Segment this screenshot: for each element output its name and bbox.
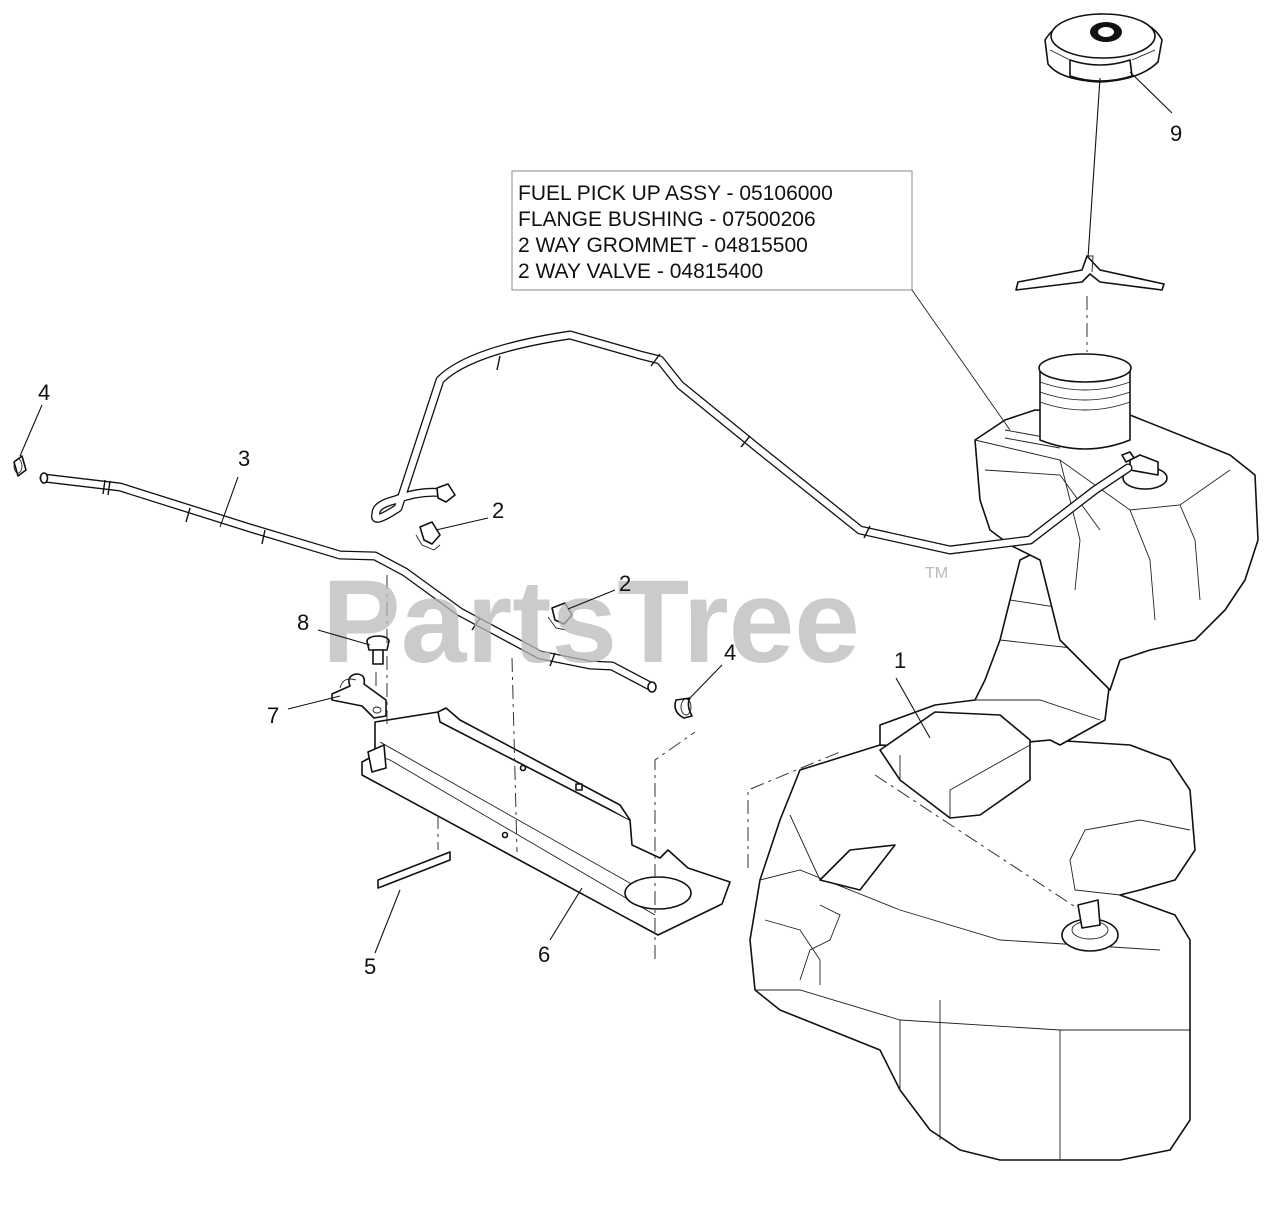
fastener[interactable] xyxy=(366,635,390,665)
callout-fastener: 8 xyxy=(297,610,309,635)
hose-clamp-left[interactable] xyxy=(13,455,27,477)
pad[interactable] xyxy=(377,851,451,889)
callout-fuel-cap: 9 xyxy=(1170,121,1182,146)
note-line-valve: 2 WAY VALVE - 04815400 xyxy=(518,260,763,283)
watermark-trademark: TM xyxy=(925,565,948,582)
fuel-tank[interactable] xyxy=(749,353,1259,1161)
callout-hose-clip: 7 xyxy=(267,703,279,728)
hose-clip-lower[interactable] xyxy=(547,602,573,631)
hose-clip-upper[interactable] xyxy=(415,483,456,551)
note-line-fuel-pickup: FUEL PICK UP ASSY - 05106000 xyxy=(518,182,833,205)
parts-note: FUEL PICK UP ASSY - 05106000 FLANGE BUSH… xyxy=(511,170,1011,431)
callout-hose-clamp-right: 4 xyxy=(724,640,736,665)
fuel-cap[interactable] xyxy=(1015,13,1165,291)
note-line-flange-bushing: FLANGE BUSHING - 07500206 xyxy=(518,208,816,231)
callout-clip-lower: 2 xyxy=(619,571,631,596)
tank-bracket[interactable] xyxy=(361,707,731,936)
callout-clip-upper: 2 xyxy=(492,498,504,523)
callout-pad: 5 xyxy=(364,954,376,979)
callout-fuel-hose: 3 xyxy=(238,446,250,471)
assembly-lines xyxy=(375,575,1081,959)
hose-clamp-right[interactable] xyxy=(674,697,693,719)
callout-tank-bracket: 6 xyxy=(538,942,550,967)
hose-clip[interactable] xyxy=(331,673,387,719)
callout-hose-clamp-left: 4 xyxy=(38,380,50,405)
note-line-grommet: 2 WAY GROMMET - 04815500 xyxy=(518,234,808,257)
fuel-hose[interactable] xyxy=(39,330,1133,693)
watermark: PartsTree xyxy=(322,556,860,688)
leader-lines xyxy=(19,71,1173,954)
callout-fuel-tank: 1 xyxy=(894,648,906,673)
